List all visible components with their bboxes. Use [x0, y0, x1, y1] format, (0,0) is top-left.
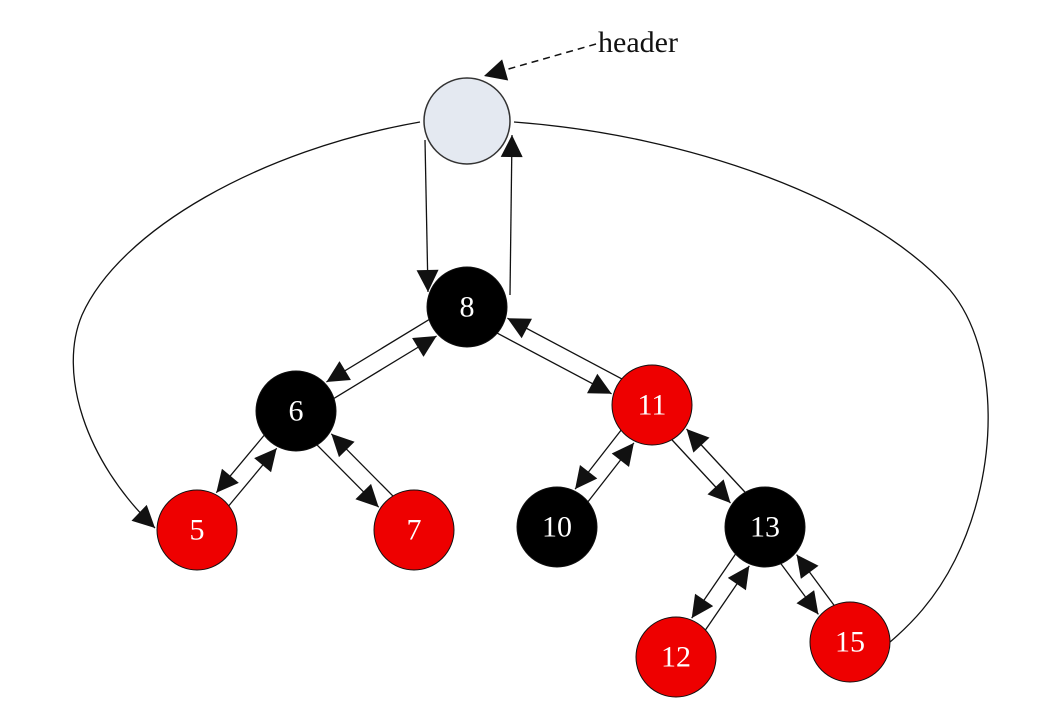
edge-n11-to-n13 [670, 438, 731, 504]
node-circle-5 [156, 489, 238, 571]
node-circle-8 [426, 266, 508, 348]
node-label-7: 7 [407, 514, 422, 547]
edge-n6-to-n7 [315, 443, 380, 508]
leftmost-link [72, 121, 421, 529]
edge-n11-to-n8 [507, 317, 623, 380]
node-circle-10 [516, 486, 598, 568]
edge-n11-to-n10 [574, 429, 623, 490]
edge-n6-to-n8 [332, 335, 437, 400]
node-circle-13 [724, 486, 806, 568]
header-label: header [598, 26, 678, 59]
tree-node-11: 11 [611, 364, 693, 446]
edge-n10-to-n11 [586, 442, 635, 503]
node-circle-15 [809, 601, 891, 683]
edge-n6-to-n5 [215, 434, 266, 494]
node-label-15: 15 [835, 626, 865, 659]
nodes-layer: 8 6 11 5 7 10 13 12 15 [156, 77, 891, 698]
node-circle-7 [373, 489, 455, 571]
edge-n15-to-n13 [796, 554, 836, 607]
node-label-13: 13 [750, 511, 780, 544]
header-pointer-arrow [483, 43, 597, 81]
edge-n7-to-n6 [330, 433, 395, 498]
node-label-11: 11 [638, 389, 667, 422]
edge-n13-to-n15 [779, 562, 819, 615]
edge-n5-to-n6 [227, 447, 278, 507]
edge-header-to-n8 [416, 139, 439, 293]
edge-n8-to-n6 [326, 318, 431, 383]
tree-node-6: 6 [255, 370, 337, 452]
tree-node-12: 12 [635, 616, 717, 698]
edge-n13-to-n11 [686, 428, 747, 494]
tree-node-13: 13 [724, 486, 806, 568]
node-circle-12 [635, 616, 717, 698]
tree-node-10: 10 [516, 486, 598, 568]
node-circle-11 [611, 364, 693, 446]
node-label-12: 12 [661, 641, 691, 674]
tree-node-15: 15 [809, 601, 891, 683]
node-circle-6 [255, 370, 337, 452]
edge-n8-to-header [500, 134, 523, 296]
rightmost-link [513, 121, 989, 643]
node-label-10: 10 [542, 511, 572, 544]
node-label-5: 5 [190, 514, 205, 547]
node-label-6: 6 [289, 395, 304, 428]
tree-node-8: 8 [426, 266, 508, 348]
edge-n12-to-n13 [704, 565, 750, 632]
edge-n8-to-n11 [496, 332, 612, 395]
edge-n13-to-n12 [691, 552, 737, 619]
edges-layer [215, 134, 836, 632]
tree-node-5: 5 [156, 489, 238, 571]
header-node [423, 77, 511, 165]
node-label-8: 8 [460, 291, 475, 324]
tree-node-7: 7 [373, 489, 455, 571]
